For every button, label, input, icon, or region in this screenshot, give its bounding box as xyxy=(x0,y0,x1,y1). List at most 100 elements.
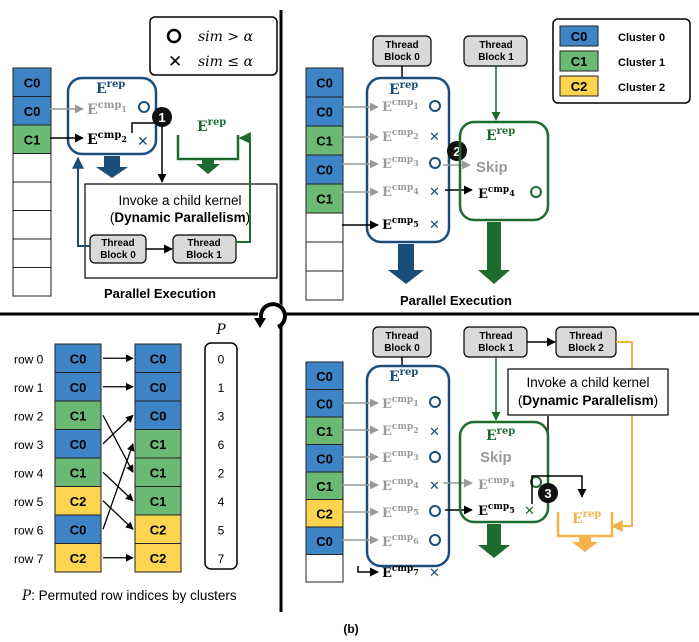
svg-text:Thread: Thread xyxy=(385,40,418,51)
rotate-icon xyxy=(254,301,287,329)
cluster-cell xyxy=(134,514,182,544)
legend-swatch-label: C2 xyxy=(571,79,588,94)
legend-cluster-name: Cluster 1 xyxy=(618,57,665,69)
tl-parallel-execution: Parallel Execution xyxy=(104,286,216,301)
svg-text:Block 1: Block 1 xyxy=(478,343,514,354)
svg-text:Ecmp2: Ecmp2 xyxy=(87,130,127,148)
legend-swatch xyxy=(559,50,599,72)
svg-text:Ecmp4: Ecmp4 xyxy=(478,476,515,493)
legend-swatch xyxy=(559,75,599,97)
cluster-cell-label: C1 xyxy=(316,192,333,207)
svg-text:Ecmp4: Ecmp4 xyxy=(382,477,419,494)
cluster-cell-label: C2 xyxy=(150,551,167,566)
p-value: 2 xyxy=(218,466,225,480)
cluster-cell-label: C2 xyxy=(70,494,87,509)
cluster-cell-label: C2 xyxy=(70,551,87,566)
step-1-badge: 1 xyxy=(152,107,172,127)
step-3-badge: 3 xyxy=(538,483,558,503)
svg-text:Erep: Erep xyxy=(389,80,418,98)
svg-text:Thread: Thread xyxy=(479,40,512,51)
svg-text:Ecmp5: Ecmp5 xyxy=(382,216,419,233)
cluster-cell xyxy=(305,67,344,98)
svg-text:2: 2 xyxy=(453,144,460,159)
sim-legend: sim > α ✕ sim ≤ α xyxy=(149,16,278,76)
cluster-cell xyxy=(305,270,344,301)
p-footnote: P: Permuted row indices by clusters xyxy=(21,588,237,604)
cluster-cell-label: C1 xyxy=(70,465,87,480)
p-value: 6 xyxy=(218,438,225,452)
cluster-cell-label: C0 xyxy=(316,451,333,466)
tr-thread-block-1: Thread Block 1 xyxy=(463,35,528,67)
cluster-cell-label: C0 xyxy=(24,104,41,119)
svg-text:Ecmp1: Ecmp1 xyxy=(382,395,419,412)
svg-text:Invoke a child kernel: Invoke a child kernel xyxy=(526,375,649,390)
svg-text:✕: ✕ xyxy=(137,133,149,149)
svg-text:Ecmp5: Ecmp5 xyxy=(382,504,419,521)
svg-text:3: 3 xyxy=(544,486,551,501)
svg-text:Thread: Thread xyxy=(101,238,134,249)
legend-swatch-label: C1 xyxy=(571,54,588,69)
row-label: row 6 xyxy=(14,523,44,537)
cluster-cell xyxy=(12,210,52,240)
cluster-cell xyxy=(12,67,52,97)
tr-thread-block-0: Thread Block 0 xyxy=(372,35,432,67)
cross-icon: ✕ xyxy=(168,52,182,71)
cluster-cell-label: C0 xyxy=(316,396,333,411)
row-label: row 2 xyxy=(14,409,44,423)
permute-arrow xyxy=(102,414,134,445)
cluster-cell xyxy=(134,486,182,516)
svg-text:1: 1 xyxy=(158,110,165,125)
cluster-cell xyxy=(305,389,344,418)
svg-text:Erep: Erep xyxy=(96,79,125,97)
legend-sim-gt: sim > α xyxy=(198,29,254,45)
svg-text:Ecmp4: Ecmp4 xyxy=(382,183,419,200)
svg-text:Block 0: Block 0 xyxy=(384,52,420,63)
cluster-cell xyxy=(54,343,102,373)
svg-text:Ecmp2: Ecmp2 xyxy=(382,128,419,145)
cluster-cell-label: C1 xyxy=(150,437,167,452)
tr-skip-label: Skip xyxy=(476,159,508,176)
cluster-cell xyxy=(305,212,344,243)
cluster-cell xyxy=(305,554,344,583)
cluster-cell xyxy=(12,124,52,154)
cluster-cell xyxy=(305,183,344,214)
br-thread-block-0: Thread Block 0 xyxy=(372,326,432,358)
cluster-cell xyxy=(12,96,52,126)
svg-text:Block 0: Block 0 xyxy=(384,343,420,354)
cluster-cell-label: C2 xyxy=(316,506,333,521)
cluster-cell-label: C0 xyxy=(316,369,333,384)
cluster-cell-label: C1 xyxy=(24,132,41,147)
legend-sim-le: sim ≤ α xyxy=(198,54,254,70)
br-rep-container: Erep Ecmp1 Ecmp2 ✕ Ecmp3 Ecmp4 ✕ Ecmp5 E… xyxy=(365,364,451,568)
cluster-cell xyxy=(12,238,52,268)
cluster-cell xyxy=(305,471,344,500)
circle-icon xyxy=(166,28,182,44)
cluster-cell xyxy=(54,514,102,544)
cluster-cell-label: C0 xyxy=(70,522,87,537)
svg-text:Erep: Erep xyxy=(572,509,601,527)
cluster-cell-label: C1 xyxy=(316,479,333,494)
legend-cluster-name: Cluster 0 xyxy=(618,32,665,44)
tl-green-rep: Erep xyxy=(176,117,240,174)
permute-arrow xyxy=(102,500,134,530)
p-value: 4 xyxy=(218,495,225,509)
svg-text:Erep: Erep xyxy=(197,117,226,135)
br-orange-rep: Erep xyxy=(556,509,614,552)
cluster-cell-label: C1 xyxy=(70,408,87,423)
svg-text:Ecmp4: Ecmp4 xyxy=(478,185,515,202)
svg-text:Ecmp1: Ecmp1 xyxy=(87,100,127,118)
svg-text:✕: ✕ xyxy=(429,184,440,199)
cluster-cell-label: C2 xyxy=(150,522,167,537)
tr-rep-container: Erep Ecmp1 Ecmp2 ✕ Ecmp3 Ecmp4 ✕ Ecmp5 ✕ xyxy=(365,76,451,284)
cluster-cell xyxy=(305,526,344,555)
svg-text:✕: ✕ xyxy=(429,424,440,439)
figure-caption: (b) xyxy=(343,622,358,636)
cluster-cell xyxy=(54,429,102,459)
row-label: row 5 xyxy=(14,495,44,509)
cluster-cell xyxy=(134,372,182,402)
svg-text:Ecmp1: Ecmp1 xyxy=(382,98,419,115)
step-2-badge: 2 xyxy=(447,141,467,161)
svg-text:✕: ✕ xyxy=(429,565,440,580)
